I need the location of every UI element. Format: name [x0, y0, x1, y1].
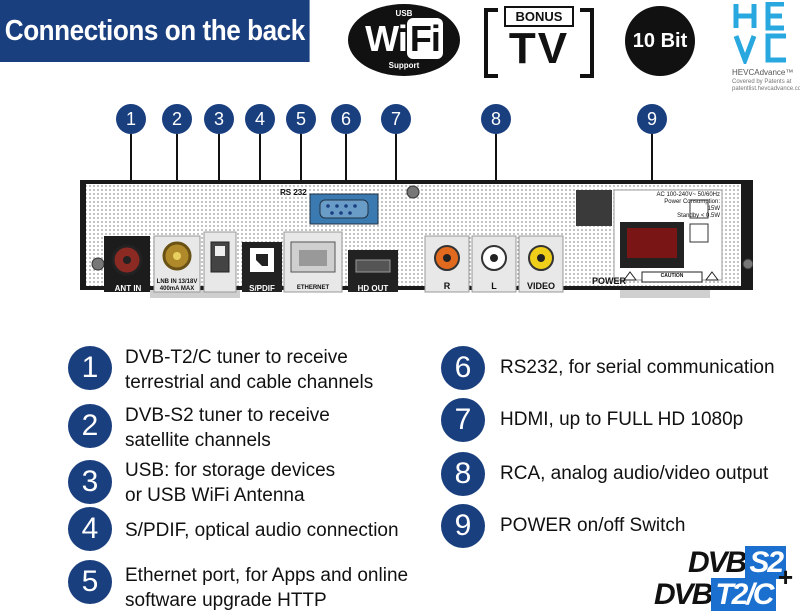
feature-5-line1: Ethernet port, for Apps and online [125, 565, 409, 586]
feature-9-line1: POWER on/off Switch [500, 515, 686, 536]
hevc-advance-name: HEVCAdvance™ [732, 68, 794, 77]
feature-2-number: 2 [68, 404, 112, 448]
rca-video-label: VIDEO [526, 281, 555, 291]
ethernet-label: ETHERNET [296, 285, 330, 291]
bonus-label: BONUS [504, 6, 574, 27]
feature-5-desc: Ethernet port, for Apps and online softw… [125, 563, 408, 613]
feature-2-line2: satellite channels [125, 430, 271, 451]
callout-9: 9 [637, 104, 667, 134]
callout-6: 6 [331, 104, 361, 134]
wifi-badge-main: WiFi [348, 18, 460, 60]
power-spec-line1: AC 100-240V~ 50/60Hz [656, 192, 720, 198]
receiver-back-panel [80, 180, 753, 298]
hevc-patent-text: Covered by Patents at patentlist.hevcadv… [732, 79, 800, 93]
leader-line-5 [300, 134, 302, 220]
spdif-label: S/PDIF [249, 284, 275, 293]
feature-7-desc: HDMI, up to FULL HD 1080p [500, 407, 743, 432]
feature-7-number: 7 [441, 398, 485, 442]
feature-9-desc: POWER on/off Switch [500, 513, 686, 538]
rca-r-label: R [443, 281, 451, 291]
usb-wifi-support-badge: USB WiFi Support [348, 4, 460, 76]
feature-5-line2: software upgrade HTTP [125, 590, 327, 611]
feature-9-number: 9 [441, 504, 485, 548]
power-spec-line2: Power Consumption: [664, 199, 720, 205]
callout-1: 1 [116, 104, 146, 134]
leader-line-1 [130, 134, 132, 208]
power-spec: AC 100-240V~ 50/60Hz Power Consumption: … [616, 192, 720, 220]
dvb-t2c-prefix: DVB [654, 578, 713, 611]
ten-bit-label: 10 Bit [632, 30, 688, 52]
hevc-logo-icon [733, 2, 786, 64]
feature-1-desc: DVB-T2/C tuner to receive terrestrial an… [125, 345, 373, 395]
feature-2-line1: DVB-S2 tuner to receive [125, 405, 330, 426]
hevc-patent-line1: Covered by Patents at [732, 79, 792, 85]
ant-in-label: ANT IN [114, 284, 142, 293]
foot-left-icon [150, 290, 240, 298]
callout-8: 8 [481, 104, 511, 134]
feature-5-number: 5 [68, 560, 112, 604]
power-label: POWER [592, 276, 627, 286]
dvb-plus-icon: + [778, 562, 793, 592]
feature-3-desc: USB: for storage devices or USB WiFi Ant… [125, 458, 335, 508]
wifi-badge-bottom: Support [388, 61, 420, 70]
feature-3-line2: or USB WiFi Antenna [125, 485, 305, 506]
rs232-label: RS 232 [280, 188, 307, 197]
feature-7-line1: HDMI, up to FULL HD 1080p [500, 409, 744, 430]
bracket-right-icon [580, 8, 594, 78]
feature-8-desc: RCA, analog audio/video output [500, 461, 768, 486]
feature-4-line1: S/PDIF, optical audio connection [125, 520, 399, 541]
feature-6-line1: RS232, for serial communication [500, 357, 775, 378]
lnb-label: LNB IN 13/18V 400mA MAX [155, 279, 199, 293]
lnb-label-line1: LNB IN 13/18V [156, 279, 198, 285]
leader-line-8 [495, 134, 497, 220]
wifi-badge-wi: Wi [365, 18, 408, 59]
dvb-s2-box: S2 [745, 546, 787, 579]
foot-right-icon [620, 290, 710, 298]
callout-7: 7 [381, 104, 411, 134]
leader-line-7 [395, 134, 397, 220]
page-title: Connections on the back [4, 15, 305, 47]
feature-4-desc: S/PDIF, optical audio connection [125, 518, 399, 543]
feature-1-line2: terrestrial and cable channels [125, 372, 374, 393]
leader-line-4 [259, 134, 261, 208]
leader-line-2 [176, 134, 178, 208]
wifi-badge-top: USB [395, 9, 413, 18]
feature-8-number: 8 [441, 452, 485, 496]
hdout-label: HD OUT [357, 284, 389, 293]
leader-line-3 [218, 134, 220, 208]
dvb-s2-prefix: DVB [688, 546, 747, 579]
callout-2: 2 [162, 104, 192, 134]
wifi-badge-fi: Fi [406, 18, 443, 59]
feature-4-number: 4 [68, 507, 112, 551]
hevc-patent-line2: patentlist.hevcadvance.com [732, 86, 800, 92]
power-spec-line4: Standby < 0.5W [677, 213, 720, 219]
feature-8-line1: RCA, analog audio/video output [500, 463, 769, 484]
feature-2-desc: DVB-S2 tuner to receive satellite channe… [125, 403, 330, 453]
feature-6-desc: RS232, for serial communication [500, 355, 775, 380]
lnb-label-line2: 400mA MAX [159, 286, 195, 292]
power-spec-line3: 15W [707, 206, 720, 212]
hevc-advance-logo: HEVCAdvance™ Covered by Patents at paten… [730, 2, 800, 102]
dvb-t2c-box: T2/C [711, 578, 777, 611]
feature-1-number: 1 [68, 346, 112, 390]
header-banner: Connections on the back [0, 0, 310, 62]
caution-label: CAUTION [660, 273, 684, 279]
feature-6-number: 6 [441, 346, 485, 390]
bracket-left-icon [484, 8, 498, 78]
callout-5: 5 [286, 104, 316, 134]
tv-label: TV [508, 24, 570, 73]
feature-1-line1: DVB-T2/C tuner to receive [125, 347, 348, 368]
callout-3: 3 [204, 104, 234, 134]
rca-l-label: L [491, 281, 497, 291]
feature-3-line1: USB: for storage devices [125, 460, 336, 481]
feature-3-number: 3 [68, 460, 112, 504]
ten-bit-badge: 10 Bit [625, 6, 695, 76]
callout-4: 4 [245, 104, 275, 134]
leader-line-6 [345, 134, 347, 192]
bonus-tv-badge: BONUS TV [484, 4, 594, 78]
